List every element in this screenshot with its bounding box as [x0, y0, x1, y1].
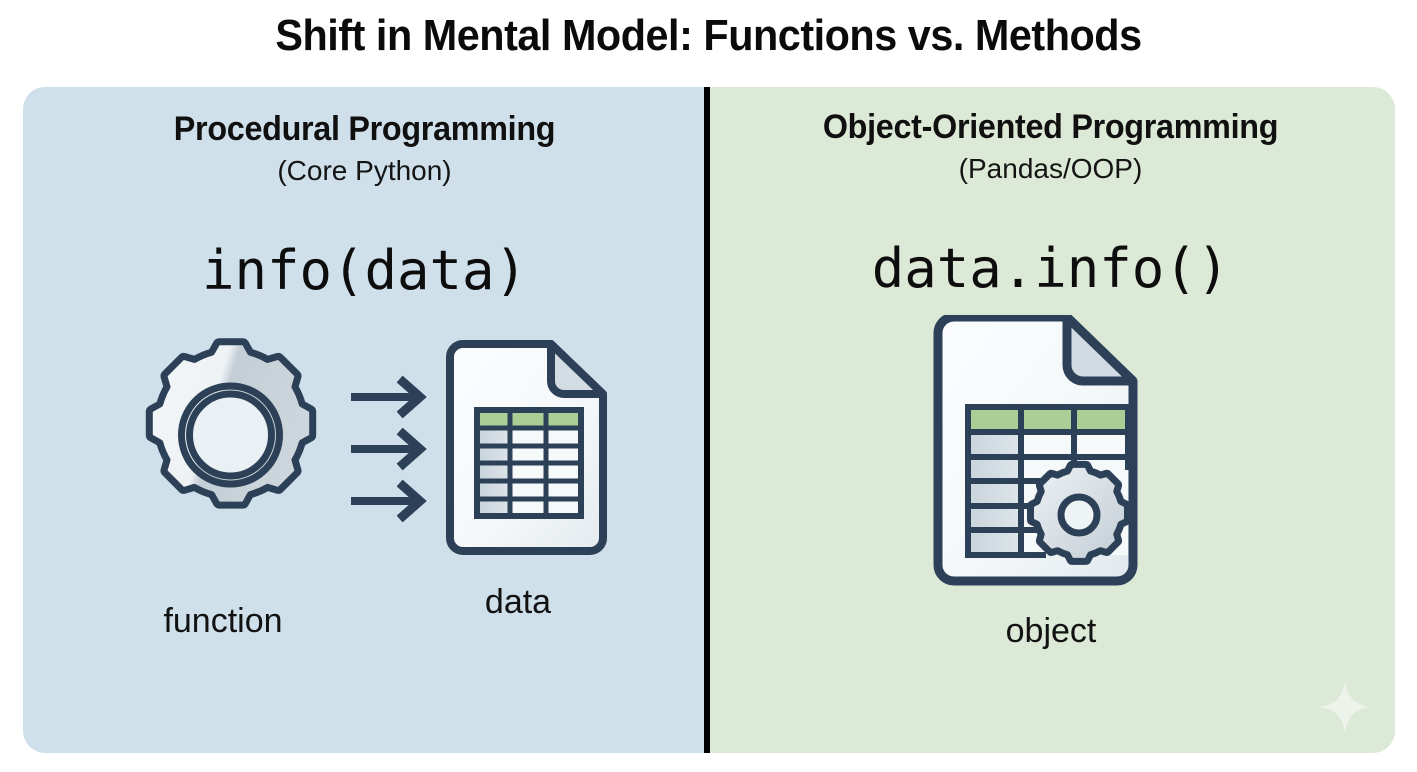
caption-object: object	[1005, 612, 1097, 650]
document-table-icon	[446, 340, 607, 555]
panel-procedural-subtitle: (Core Python)	[277, 155, 452, 186]
panel-divider	[704, 87, 710, 753]
sparkle-icon	[1319, 681, 1371, 733]
procedural-illustration	[123, 335, 643, 560]
panel-oop-code: data.info()	[871, 237, 1230, 300]
oop-illustration	[928, 312, 1178, 615]
panel-oop: Object-Oriented Programming (Pandas/OOP)…	[706, 87, 1395, 753]
comparison-panels: Procedural Programming (Core Python) inf…	[23, 87, 1395, 753]
caption-function: function	[163, 602, 283, 640]
panel-procedural: Procedural Programming (Core Python) inf…	[23, 87, 706, 753]
document-table-gear-icon	[933, 312, 1138, 586]
gear-icon	[1027, 460, 1131, 565]
panel-procedural-heading: Procedural Programming	[173, 110, 556, 148]
arrow-right-icon	[351, 375, 427, 523]
page-title: Shift in Mental Model: Functions vs. Met…	[275, 11, 1142, 60]
gear-icon	[145, 338, 317, 509]
panel-oop-subtitle: (Pandas/OOP)	[958, 153, 1143, 184]
table-grid	[474, 407, 584, 519]
panel-oop-heading: Object-Oriented Programming	[822, 108, 1279, 146]
caption-data: data	[484, 583, 552, 621]
panel-procedural-code: info(data)	[201, 239, 528, 302]
